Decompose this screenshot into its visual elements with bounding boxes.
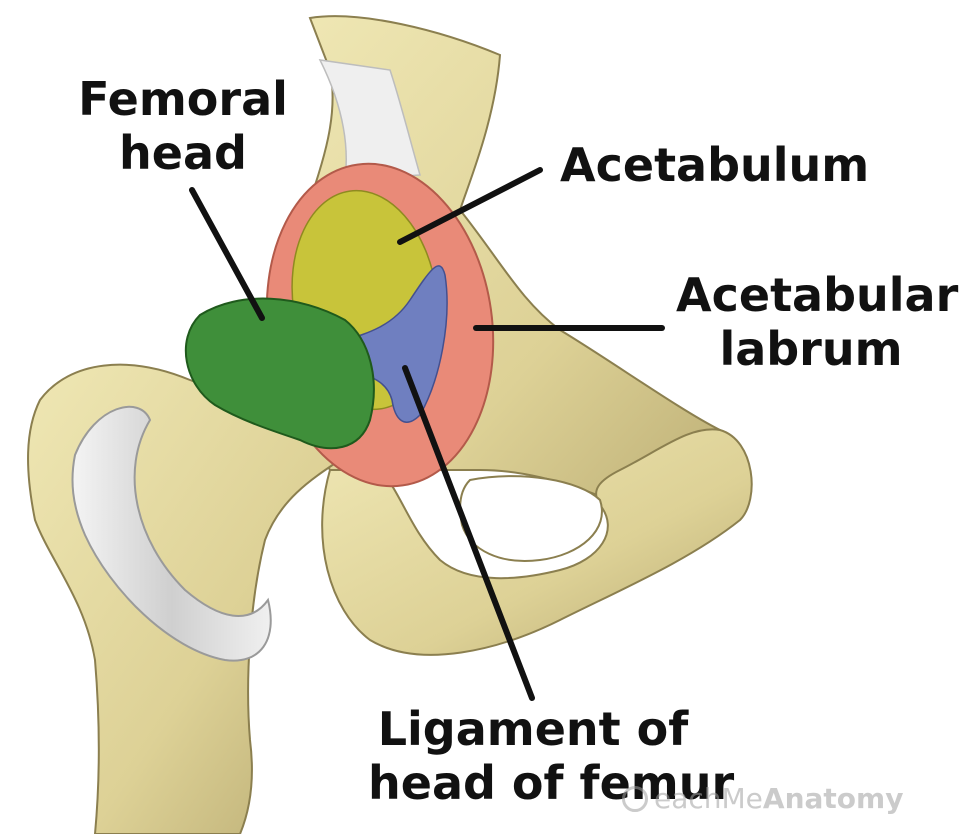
pointer-femoral-head xyxy=(192,190,262,318)
label-femoral-head: Femoral head xyxy=(78,72,288,180)
obturator-foramen xyxy=(460,476,602,561)
label-labrum-line2: labrum xyxy=(676,322,946,376)
label-femoral-head-line2: head xyxy=(78,126,288,180)
label-femoral-head-line1: Femoral xyxy=(78,72,288,126)
copyright-icon xyxy=(622,786,648,812)
label-acetabulum: Acetabulum xyxy=(560,138,869,192)
watermark-prefix: eachMe xyxy=(654,782,763,815)
label-acetabulum-text: Acetabulum xyxy=(560,138,869,192)
label-labrum-line1: Acetabular xyxy=(676,268,946,322)
label-ligament-line1: Ligament of xyxy=(368,702,698,756)
watermark-brand: Anatomy xyxy=(763,782,904,815)
watermark: eachMeAnatomy xyxy=(622,782,903,815)
label-acetabular-labrum: Acetabular labrum xyxy=(676,268,946,376)
